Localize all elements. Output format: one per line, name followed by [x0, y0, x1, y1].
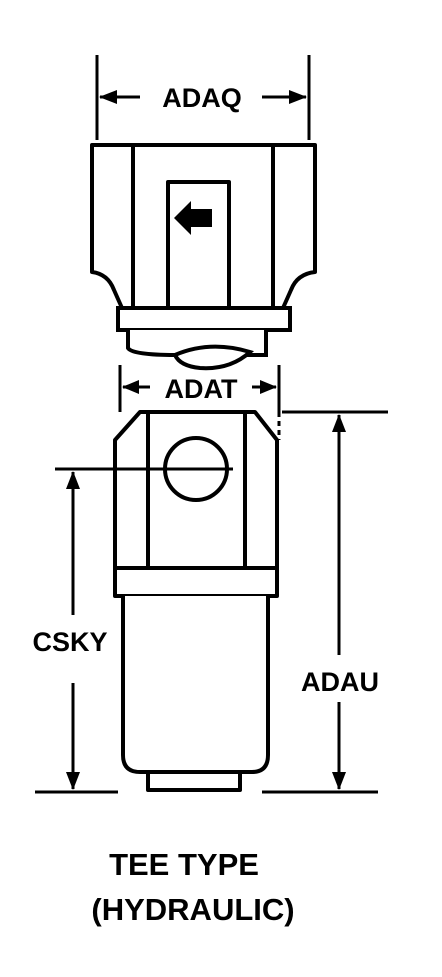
tee-bottom-tip: [146, 770, 242, 792]
caption-line-1: TEE TYPE: [109, 847, 259, 882]
upper-collar: [116, 306, 292, 371]
adaq-dimension: [95, 55, 311, 140]
csky-arrowhead-top: [66, 471, 80, 489]
tee-shank: [121, 596, 270, 774]
flow-direction-arrow-icon: [174, 201, 212, 235]
csky-arrowhead-bottom: [66, 772, 80, 790]
tee-band: [113, 566, 279, 598]
adat-label: ADAT: [165, 374, 238, 404]
upper-collar-ring: [116, 306, 292, 332]
adat-arrowhead-left: [122, 380, 139, 394]
adaq-arrowhead-left: [99, 90, 117, 104]
caption-line-2: (HYDRAULIC): [91, 892, 294, 927]
adat-arrowhead-right: [260, 380, 277, 394]
adau-label: ADAU: [301, 667, 379, 697]
csky-dimension: [35, 467, 233, 794]
adaq-arrowhead-right: [289, 90, 307, 104]
adat-dimension: [118, 365, 281, 412]
adau-arrowhead-bottom: [332, 772, 346, 790]
adaq-label: ADAQ: [162, 83, 242, 113]
adau-dimension: [262, 410, 388, 794]
csky-label: CSKY: [32, 627, 107, 657]
flow-indicator-window: [166, 180, 231, 310]
seat-ellipse: [172, 344, 254, 371]
adau-arrowhead-top: [332, 414, 346, 432]
